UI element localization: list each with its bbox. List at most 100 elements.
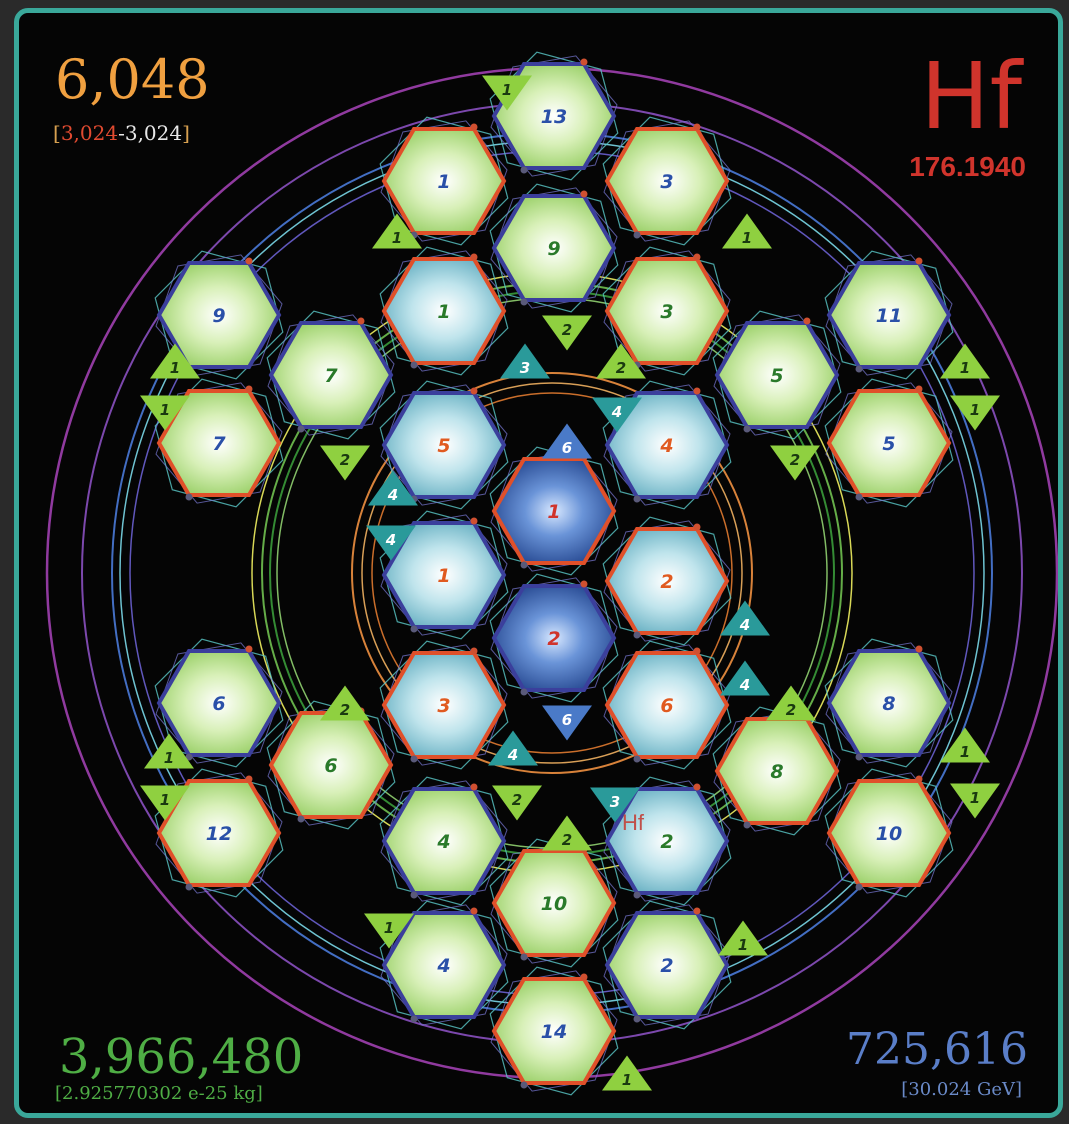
hex-dot xyxy=(520,298,528,306)
hex-cell-5: 1 xyxy=(379,246,509,376)
triangle-shape xyxy=(590,787,640,823)
hex-overlay-a xyxy=(379,116,509,246)
triangle-label: 6 xyxy=(562,711,572,729)
hex-dot xyxy=(633,1015,641,1023)
triangle-shape xyxy=(766,685,816,721)
hex-dot xyxy=(185,883,193,891)
hex-overlay-a xyxy=(602,776,732,906)
triangle-shape xyxy=(488,730,538,766)
hex-dot xyxy=(520,561,528,569)
triangle-label: 1 xyxy=(970,401,980,419)
triangle-marker-5: 2 xyxy=(596,343,646,379)
hex-cell-12: 4 xyxy=(602,380,732,510)
hex-cell-11: 5 xyxy=(379,380,509,510)
triangle-shape xyxy=(140,395,190,431)
triangle-marker-30: 1 xyxy=(718,920,768,956)
hex-dot xyxy=(915,645,923,653)
triangle-label: 1 xyxy=(392,229,402,247)
triangle-label: 1 xyxy=(502,81,512,99)
hex-label: 5 xyxy=(437,435,450,457)
triangle-marker-19: 2 xyxy=(766,685,816,721)
triangle-shape xyxy=(372,213,422,249)
hex-overlay-b xyxy=(603,780,731,902)
hex-dot xyxy=(520,688,528,696)
hex-label: 13 xyxy=(541,106,567,128)
hex-dot xyxy=(693,647,701,655)
hex-cell-8: 7 xyxy=(266,310,396,440)
triangle-marker-21: 1 xyxy=(940,727,990,763)
triangle-marker-14: 4 xyxy=(368,470,418,506)
hex-overlay-a xyxy=(712,310,842,440)
triangle-marker-3: 2 xyxy=(542,315,592,351)
hex-dot xyxy=(915,385,923,393)
hex-dot xyxy=(470,783,478,791)
hex-cell-4: 9 xyxy=(154,250,284,380)
triangle-label: 1 xyxy=(170,359,180,377)
hex-dot xyxy=(633,891,641,899)
split-close: ] xyxy=(182,121,190,145)
hex-overlay-b xyxy=(603,250,731,372)
hex-dot xyxy=(185,753,193,761)
hex-dot xyxy=(520,953,528,961)
split-open: [ xyxy=(53,121,61,145)
hex-dot xyxy=(245,385,253,393)
hex-label: 1 xyxy=(437,301,450,323)
triangle-marker-4: 3 xyxy=(500,343,550,379)
triangle-marker-26: 2 xyxy=(492,785,542,821)
hex-overlay-a xyxy=(489,183,619,313)
triangle-marker-22: 4 xyxy=(488,730,538,766)
triangle-marker-12: 2 xyxy=(320,445,370,481)
hex-label: 3 xyxy=(660,171,673,193)
hex-overlay-b xyxy=(825,772,953,894)
hex-dot xyxy=(633,755,641,763)
hex-label: 1 xyxy=(437,171,450,193)
triangle-marker-27: 2 xyxy=(542,815,592,851)
hex-dot xyxy=(855,365,863,373)
hex-label: 6 xyxy=(324,755,337,777)
triangle-marker-1: 1 xyxy=(372,213,422,249)
triangle-label: 1 xyxy=(738,936,748,954)
triangle-label: 2 xyxy=(512,791,522,809)
hex-dot xyxy=(915,775,923,783)
hex-dot xyxy=(693,123,701,131)
hex-cell-23: 8 xyxy=(712,706,842,836)
hex-label: 4 xyxy=(436,955,450,977)
triangle-label: 1 xyxy=(384,919,394,937)
triangle-label: 2 xyxy=(790,451,800,469)
hex-overlay-b xyxy=(380,384,508,506)
triangle-marker-2: 1 xyxy=(722,213,772,249)
hex-label: 2 xyxy=(660,831,673,853)
hex-overlay-a xyxy=(602,516,732,646)
hex-cell-2: 3 xyxy=(602,116,732,246)
triangle-shape xyxy=(542,423,592,459)
hex-dot xyxy=(520,166,528,174)
hex-dot xyxy=(693,387,701,395)
hex-dot xyxy=(580,580,588,588)
hex-overlay-a xyxy=(489,966,619,1096)
triangle-label: 1 xyxy=(160,791,170,809)
hex-dot xyxy=(245,257,253,265)
hex-dot xyxy=(470,647,478,655)
hex-dot xyxy=(470,387,478,395)
triangle-shape xyxy=(368,470,418,506)
hex-label: 5 xyxy=(770,365,783,387)
hex-dot xyxy=(693,253,701,261)
triangle-label: 3 xyxy=(520,359,530,377)
hex-label: 2 xyxy=(547,628,560,650)
total-count: 6,048 xyxy=(55,48,210,111)
hex-label: 2 xyxy=(660,571,673,593)
hex-label: 10 xyxy=(541,893,567,915)
triangle-marker-24: 1 xyxy=(140,785,190,821)
triangle-marker-18: 2 xyxy=(320,685,370,721)
triangle-shape xyxy=(144,733,194,769)
hex-overlay-b xyxy=(603,904,731,1026)
mass-kg: [2.925770302 e-25 kg] xyxy=(55,1083,263,1104)
hex-label: 6 xyxy=(660,695,673,717)
hex-label: 6 xyxy=(212,693,225,715)
triangle-shape xyxy=(150,343,200,379)
hex-dot xyxy=(410,1015,418,1023)
hex-overlay-b xyxy=(825,642,953,764)
hex-overlay-b xyxy=(825,254,953,376)
hex-cell-29: 4 xyxy=(379,900,509,1030)
